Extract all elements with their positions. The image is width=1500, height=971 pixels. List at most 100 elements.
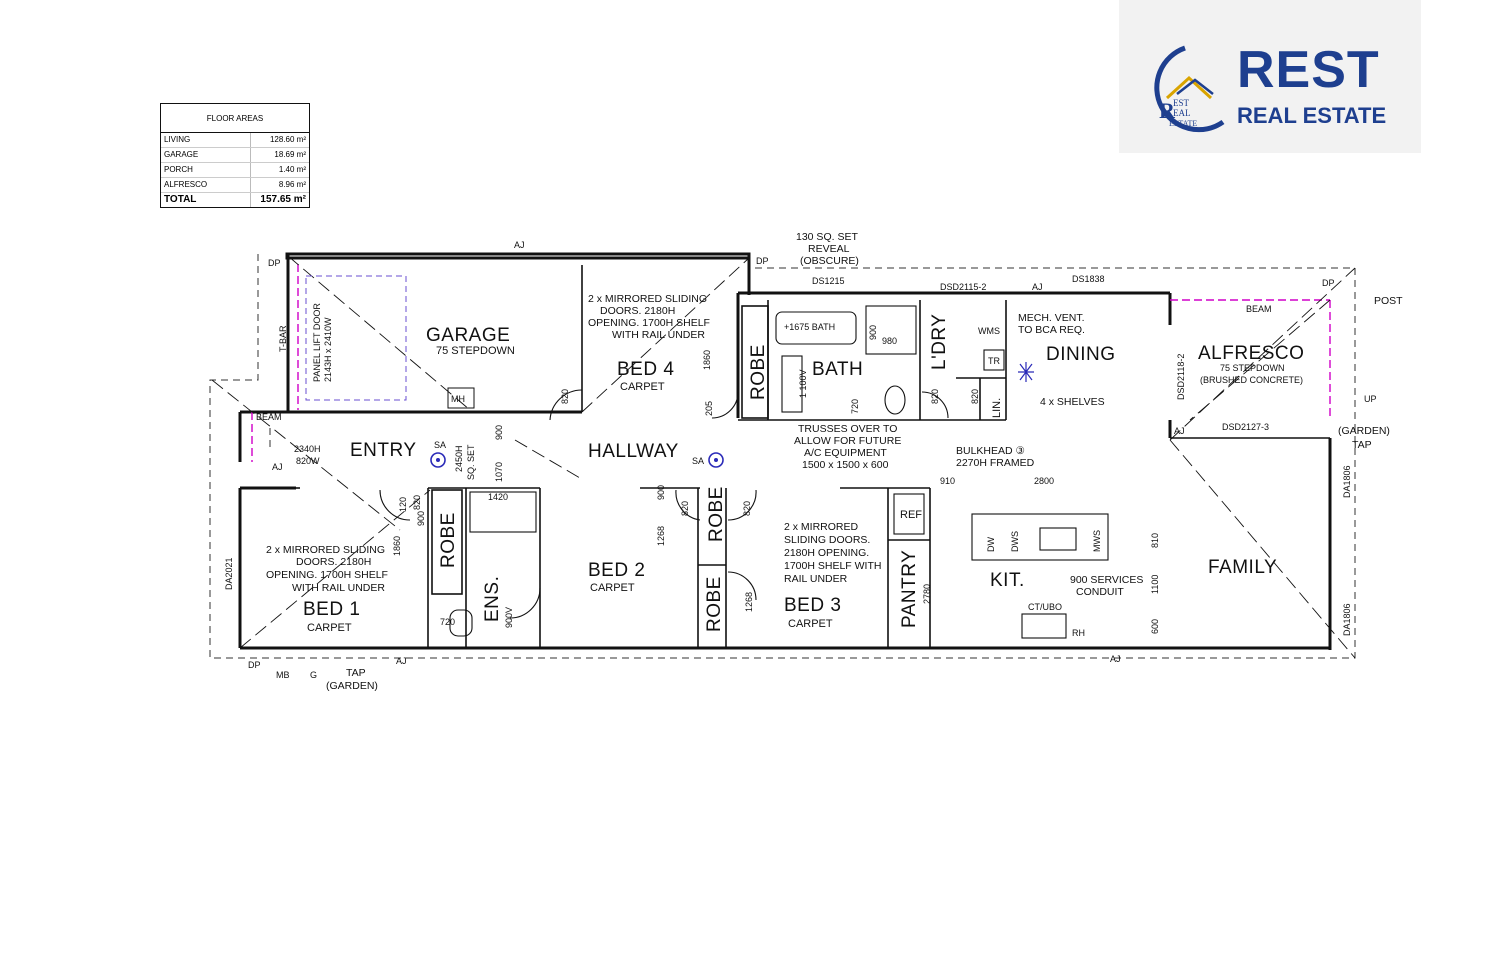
room-dining-label: DINING — [1046, 344, 1116, 365]
bed1-robe-note-1: 2 x MIRRORED SLIDING — [266, 544, 385, 556]
linen-label: LIN. — [991, 398, 1003, 418]
aj-note-3: AJ — [272, 462, 283, 472]
room-alfresco-note1: 75 STEPDOWN — [1220, 363, 1285, 373]
bed3-robe-note-3: 2180H OPENING. — [784, 547, 869, 559]
toilet-icon — [884, 385, 906, 415]
dim-820-bed2: 820 — [680, 501, 690, 516]
room-kitchen-label: KIT. — [990, 570, 1025, 591]
logo-word-real-estate: REAL ESTATE — [1237, 103, 1387, 128]
area-name: ALFRESCO — [161, 178, 251, 192]
reveal-note-3: (OBSCURE) — [800, 255, 859, 267]
area-name: PORCH — [161, 163, 251, 177]
dim-820-bed1: 820 — [412, 495, 422, 510]
dim-900-hall: 900 — [494, 425, 504, 440]
smoke-alarm-icon — [430, 452, 724, 468]
beam-note-west: BEAM — [256, 412, 282, 422]
robe-bed2-label: ROBE — [706, 486, 727, 542]
mech-vent-note-2: TO BCA REQ. — [1018, 324, 1085, 336]
vanity-icon — [781, 355, 803, 413]
room-bath-label: BATH — [812, 359, 863, 380]
post-note: POST — [1374, 295, 1403, 307]
dim-910: 910 — [940, 476, 955, 486]
walls — [238, 252, 1332, 650]
kitchen-island-icon — [971, 513, 1109, 561]
roof-lines — [211, 255, 1356, 659]
room-bed1-note: CARPET — [307, 622, 352, 634]
dim-1860-bed4: 1860 — [702, 350, 712, 370]
logo-mark-est: EST — [1173, 98, 1190, 108]
sa-note: SA — [434, 440, 446, 450]
dim-900-ens: 900 — [416, 511, 426, 526]
aj-note-4: AJ — [396, 656, 407, 666]
room-bed2-label: BED 2 — [588, 560, 645, 581]
gas-note: G — [310, 670, 317, 680]
tap-east-note-2: TAP — [1352, 439, 1372, 451]
shower-icon — [865, 305, 917, 355]
ds1838-note: DS1838 — [1072, 274, 1105, 284]
da2021-note: DA2021 — [224, 557, 234, 590]
bath-size-note: +1675 BATH — [784, 322, 835, 332]
room-garage-note: 75 STEPDOWN — [436, 345, 515, 357]
dim-600: 600 — [1150, 619, 1160, 634]
trough-icon — [983, 349, 1005, 371]
services-note-1: 900 SERVICES — [1070, 574, 1143, 586]
dim-900-bed2: 900 — [656, 485, 666, 500]
mb-note: MB — [276, 670, 290, 680]
area-total-value: 157.65 m² — [260, 194, 306, 205]
dim-2800: 2800 — [1034, 476, 1054, 486]
beam-note: BEAM — [1246, 304, 1272, 314]
area-total-name: TOTAL — [161, 193, 251, 207]
bed4-robe-note-3: OPENING. 1700H SHELF — [588, 317, 710, 329]
fridge-label: REF — [900, 509, 922, 521]
area-value: 8.96 m² — [278, 180, 306, 189]
bath-tub-icon — [775, 311, 857, 345]
area-value: 128.60 m² — [269, 135, 306, 144]
room-alfresco-label: ALFRESCO — [1198, 343, 1304, 364]
aj-note-5: AJ — [1110, 654, 1121, 664]
mech-vent-note-1: MECH. VENT. — [1018, 312, 1085, 324]
bed3-robe-note-2: SLIDING DOORS. — [784, 534, 870, 546]
bed1-robe-note-4: WITH RAIL UNDER — [292, 582, 385, 594]
tap-note-2: (GARDEN) — [326, 680, 378, 692]
area-row: ALFRESCO 8.96 m² — [161, 178, 309, 193]
garage-car-space — [305, 275, 407, 401]
door-swings — [379, 389, 949, 619]
dp-note-nw: DP — [268, 258, 281, 268]
room-bed4-note: CARPET — [620, 381, 665, 393]
manhole-box — [447, 387, 475, 409]
reveal-note-1: 130 SQ. SET — [796, 231, 858, 243]
mws-note: MWS — [1092, 530, 1102, 552]
robe-bath-label: ROBE — [748, 344, 769, 400]
tap-east-note-1: (GARDEN) — [1338, 425, 1390, 437]
area-value: 18.69 m² — [274, 150, 306, 159]
room-ensuite-label: ENS. — [482, 576, 503, 622]
entry-door-note-1: 2340H — [294, 444, 321, 454]
dim-900v: 900V — [504, 607, 514, 628]
da1806-south-note: DA1806 — [1342, 603, 1352, 636]
panel-door-note-1: PANEL LIFT DOOR — [312, 303, 322, 382]
up-note: UP — [1364, 394, 1377, 404]
dim-820-lin: 820 — [970, 389, 980, 404]
dsd2115-note: DSD2115-2 — [940, 282, 986, 292]
dp-note-n: DP — [756, 256, 769, 266]
sink-icon — [1039, 527, 1077, 551]
dim-120: 120 — [398, 497, 408, 512]
robe-bed1-label: ROBE — [438, 512, 459, 568]
room-garage-label: GARAGE — [426, 325, 510, 346]
entry-door-note-2: 820W — [296, 456, 320, 466]
dim-820-ldry: 820 — [930, 389, 940, 404]
room-alfresco-note2: (BRUSHED CONCRETE) — [1200, 375, 1303, 385]
reveal-note-2: REVEAL — [808, 243, 850, 255]
cooktop-icon — [1021, 613, 1067, 639]
bed3-robe-note-5: RAIL UNDER — [784, 573, 848, 585]
ds1215-note: DS1215 — [812, 276, 845, 286]
bed4-robe-note-1: 2 x MIRRORED SLIDING — [588, 293, 707, 305]
trusses-note-2: ALLOW FOR FUTURE — [794, 435, 901, 447]
room-bed3-label: BED 3 — [784, 595, 841, 616]
aj-note-1: AJ — [514, 240, 525, 250]
trusses-note-3: A/C EQUIPMENT — [804, 447, 887, 459]
